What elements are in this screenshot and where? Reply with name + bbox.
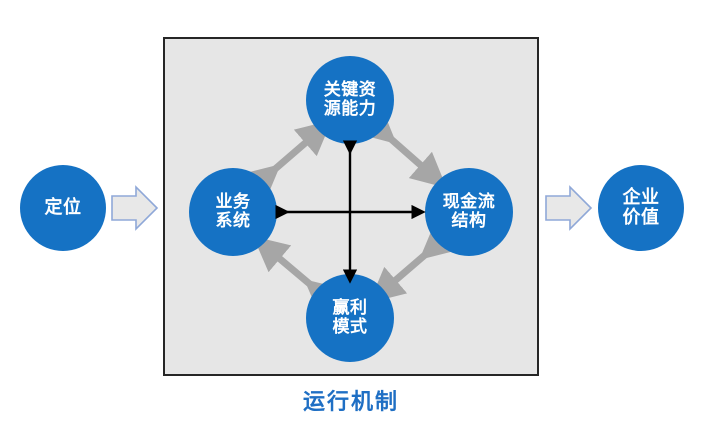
core-node-cash-flow[interactable]: 现金流 结构	[425, 168, 513, 256]
core-node-profit-model-line-1: 赢利	[332, 297, 368, 318]
core-node-key-resource-line-1: 关键资	[323, 79, 377, 100]
core-node-business-system-line-2: 系统	[215, 211, 251, 231]
core-node-cash-flow-line-2: 结构	[451, 211, 487, 231]
output-node-enterprise-value[interactable]: 企业 价值	[598, 165, 684, 251]
core-node-business-system[interactable]: 业务 系统	[189, 168, 277, 256]
flow-arrow-mechanism-to-value	[545, 185, 593, 231]
input-node-position-label: 定位	[44, 196, 82, 218]
core-node-profit-model[interactable]: 赢利 模式	[306, 274, 394, 362]
core-node-profit-model-line-2: 模式	[332, 317, 368, 337]
core-node-cash-flow-line-1: 现金流	[442, 191, 496, 212]
core-node-key-resource[interactable]: 关键资 源能力	[306, 56, 394, 144]
panel-caption: 运行机制	[302, 390, 399, 415]
input-node-position[interactable]: 定位	[20, 165, 106, 251]
core-node-business-system-line-1: 业务	[215, 191, 251, 212]
output-node-enterprise-value-line-1: 企业	[622, 186, 660, 208]
output-node-enterprise-value-line-2: 价值	[622, 207, 660, 228]
core-node-key-resource-line-2: 源能力	[323, 99, 377, 119]
flow-arrow-position-to-mechanism	[111, 185, 159, 231]
